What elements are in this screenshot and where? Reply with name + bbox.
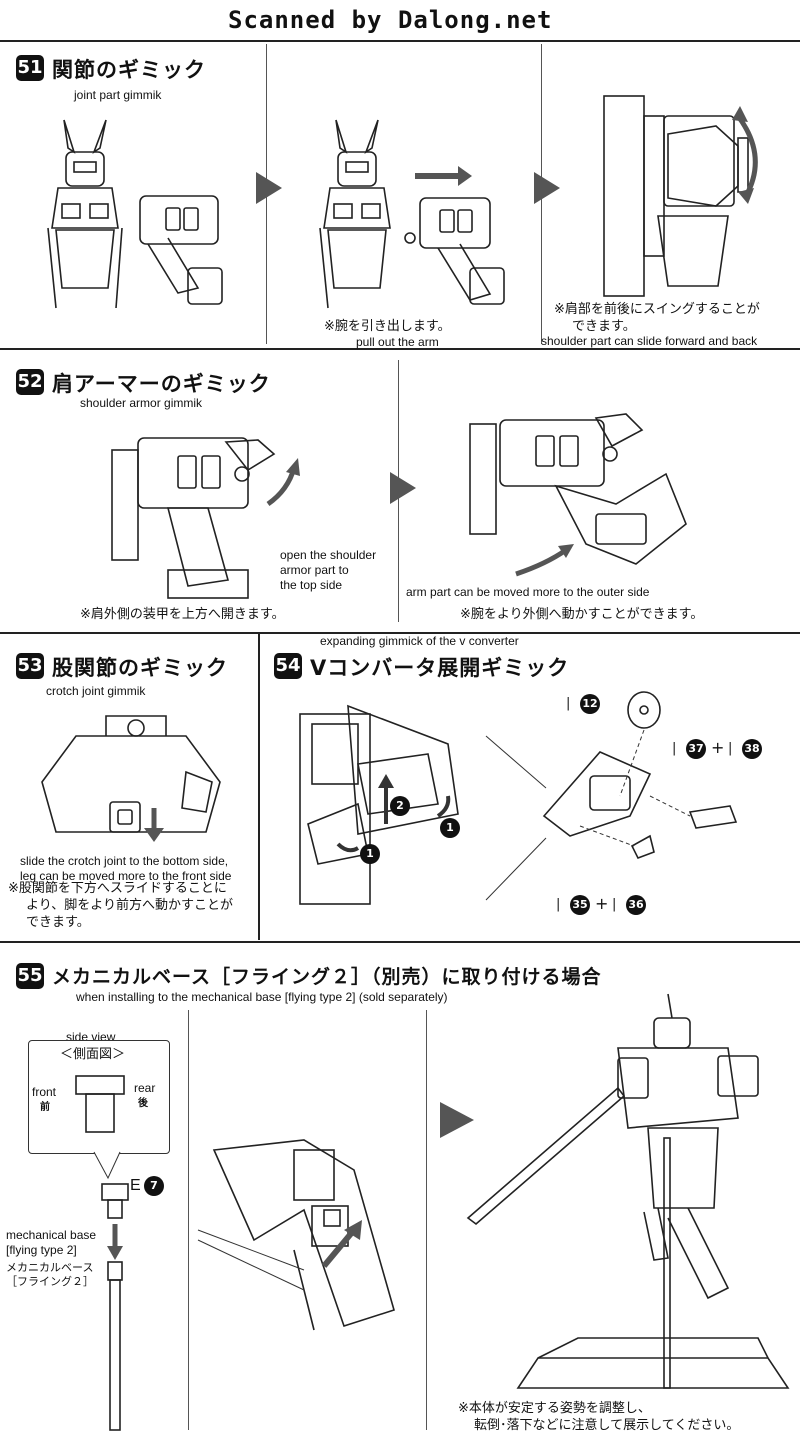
step-52-shoulder-illustration-2 <box>469 413 687 577</box>
step-53-54-divider <box>258 634 260 940</box>
step-54-part-38: 38 <box>742 739 762 759</box>
step-54-callout-2: 2 <box>390 796 410 816</box>
step-54-part-12: 12 <box>580 694 600 714</box>
step-54-title: Vコンバータ展開ギミック <box>310 656 570 680</box>
step-52-subtitle: shoulder armor gimmik <box>80 396 203 410</box>
step-54-part-37: 37 <box>686 739 706 759</box>
step-54-part-36: 36 <box>626 895 646 915</box>
side-view-front-en: front <box>32 1085 57 1099</box>
step-54-part-bar-12: | <box>566 696 571 711</box>
step-51-arrow-2 <box>534 172 560 204</box>
step-55-subtitle: when installing to the mechanical base [… <box>76 990 448 1004</box>
step-52-note-1-jp: ※肩外側の装甲を上方へ開きます。 <box>80 607 285 622</box>
mechanical-base-post <box>101 1183 129 1431</box>
step-52-note-1-en-line-3: the top side <box>280 578 343 592</box>
step-54-callout-1b: 1 <box>360 844 380 864</box>
step-52-note-1-en-line-1: open the shoulder <box>280 548 377 562</box>
step-53-title: 股関節のギミック <box>52 656 228 680</box>
step-54-part-bar-37: | <box>672 741 677 756</box>
step-51-title: 関節のギミック <box>52 58 206 82</box>
divider-top <box>0 40 800 42</box>
step-51-note-1-en: pull out the arm <box>356 335 439 349</box>
step-53-note-en-line-1: slide the crotch joint to the bottom sid… <box>20 854 229 868</box>
step-51-note-1-jp: ※腕を引き出します。 <box>324 319 451 334</box>
divider-51-52 <box>0 348 800 350</box>
step-54-subtitle: expanding gimmick of the v converter <box>320 634 519 648</box>
step-51-robot-illustration-2 <box>319 119 505 309</box>
step-53-note-jp-line-2: より、脚をより前方へ動かすことが <box>26 898 233 913</box>
step-54-part-plus-1: + <box>711 738 725 757</box>
step-51-badge: 51 <box>16 55 44 81</box>
step-55-final-note-line-2: 転倒･落下などに注意して展示してください。 <box>474 1418 740 1433</box>
mechanical-base-en-line-2: [flying type 2] <box>6 1243 77 1257</box>
mechanical-base-en-line-1: mechanical base <box>6 1228 97 1242</box>
step-54-part-35: 35 <box>570 895 590 915</box>
step-55-installation-closeup <box>197 1139 395 1331</box>
side-view-rear-en: rear <box>134 1081 156 1095</box>
step-51-note-2-jp-line-1: ※肩部を前後にスイングすることが <box>554 302 760 317</box>
step-55-badge: 55 <box>16 963 44 989</box>
step-55-title: メカニカルベース［フライング２］（別売）に取り付ける場合 <box>52 966 602 988</box>
side-view-front-jp: 前 <box>40 1102 50 1113</box>
step-54-callout-lines <box>485 735 547 901</box>
step-54-part-bar-35: | <box>556 897 561 912</box>
step-55-robot-on-base <box>466 993 790 1389</box>
step-52-arrow <box>390 472 416 504</box>
step-52-note-1-en-line-2: armor part to <box>280 563 349 577</box>
step-54-callout-1a: 1 <box>440 818 460 838</box>
step-54-part-plus-2: + <box>595 894 609 913</box>
step-55-divider-2 <box>426 1010 427 1430</box>
step-55-final-note-line-1: ※本体が安定する姿勢を調整し、 <box>458 1401 651 1416</box>
step-51-note-2-en: shoulder part can slide forward and back <box>541 334 758 348</box>
header-title: Scanned by Dalong.net <box>228 6 553 34</box>
part-e-7: 7 <box>144 1176 164 1196</box>
step-53-note-jp-line-1: ※股関節を下方へスライドすることに <box>8 881 227 896</box>
step-55-arrow <box>440 1102 474 1138</box>
step-54-part-bar-36: | <box>612 897 617 912</box>
step-51-note-2-jp-line-2: できます。 <box>572 319 636 334</box>
step-54-parts-exploded-view <box>542 691 738 860</box>
part-e-label: E <box>130 1177 141 1194</box>
step-52-note-2-jp: ※腕をより外側へ動かすことができます。 <box>460 607 704 622</box>
step-54-v-converter-illustration <box>299 704 459 905</box>
side-view-part-drawing <box>75 1075 125 1133</box>
step-52-title: 肩アーマーのギミック <box>52 372 271 396</box>
step-51-subtitle: joint part gimmik <box>74 88 162 102</box>
step-53-crotch-illustration <box>41 715 221 842</box>
step-53-subtitle: crotch joint gimmik <box>46 684 146 698</box>
side-view-label-jp: ＜側面図＞ <box>60 1047 126 1062</box>
side-view-callout-pointer <box>93 1151 121 1180</box>
side-view-rear-jp: 後 <box>138 1098 148 1109</box>
mechanical-base-jp-line-2: ［フライング２］ <box>6 1275 94 1288</box>
step-51-arrow-1 <box>256 172 282 204</box>
step-52-shoulder-illustration-1 <box>111 437 300 599</box>
step-52-note-2-en: arm part can be moved more to the outer … <box>406 585 650 599</box>
step-54-badge: 54 <box>274 653 302 679</box>
mechanical-base-jp-line-1: メカニカルベース <box>6 1261 94 1274</box>
step-51-robot-illustration-1 <box>47 119 223 309</box>
divider-52-53 <box>0 632 800 634</box>
divider-53-55 <box>0 941 800 943</box>
step-54-part-bar-38: | <box>728 741 733 756</box>
step-51-shoulder-closeup <box>603 95 758 297</box>
step-52-badge: 52 <box>16 369 44 395</box>
step-53-badge: 53 <box>16 653 44 679</box>
step-53-note-en-line-2: leg can be moved more to the front side <box>20 869 232 883</box>
step-55-divider-1 <box>188 1010 189 1430</box>
step-53-note-jp-line-3: できます。 <box>26 915 90 930</box>
